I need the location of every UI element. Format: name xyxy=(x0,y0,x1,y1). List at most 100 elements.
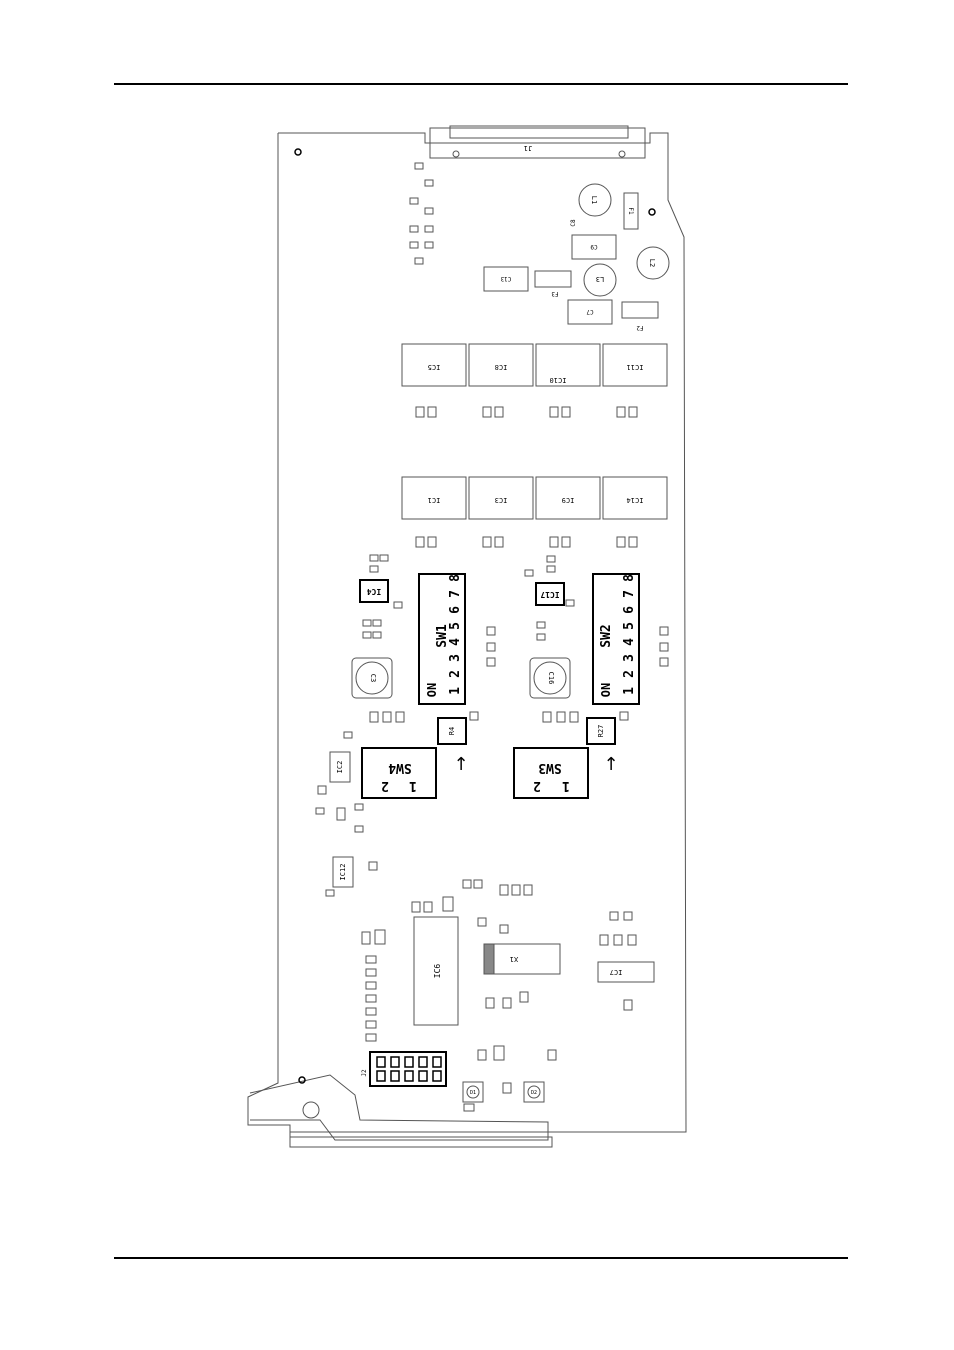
svg-text:IC17: IC17 xyxy=(540,590,559,599)
small-pads xyxy=(315,554,669,1112)
dip-switch-sw2: SW2 ON 1 2 3 4 5 6 7 8 xyxy=(592,573,640,705)
switch-sw3: SW3 2 1 xyxy=(513,747,589,799)
svg-text:2: 2 xyxy=(622,670,637,678)
svg-text:IC11: IC11 xyxy=(627,363,644,371)
electrolytic-c16: C16 xyxy=(529,657,571,699)
svg-text:5: 5 xyxy=(622,622,637,630)
svg-text:3: 3 xyxy=(622,654,637,662)
board-left-edge xyxy=(247,133,291,1147)
svg-text:SW4: SW4 xyxy=(388,760,412,775)
svg-text:IC12: IC12 xyxy=(339,864,347,881)
svg-text:6: 6 xyxy=(622,606,637,614)
inductor-l3 xyxy=(583,263,617,297)
svg-text:5: 5 xyxy=(448,622,463,630)
cap-c7 xyxy=(567,299,613,325)
power-section: L1 L2 L3 F1 F2 F3 C9 C13 C7 C8 xyxy=(483,183,670,331)
svg-text:3: 3 xyxy=(448,654,463,662)
svg-text:SW3: SW3 xyxy=(538,760,561,775)
fuse-f3 xyxy=(534,270,572,288)
svg-text:↑: ↑ xyxy=(453,754,468,775)
svg-text:↑: ↑ xyxy=(603,754,618,775)
svg-text:C8: C8 xyxy=(570,219,577,227)
svg-text:1: 1 xyxy=(409,778,417,793)
ic6: IC6 xyxy=(413,916,459,1026)
svg-text:J2: J2 xyxy=(361,1069,368,1077)
led-d2: D2 xyxy=(523,1081,545,1103)
svg-text:4: 4 xyxy=(448,638,463,646)
svg-text:1: 1 xyxy=(448,687,463,695)
fuse-f1 xyxy=(623,192,639,230)
dip-switch-sw1: SW1 ON 1 2 3 4 5 6 7 8 xyxy=(418,573,466,705)
svg-text:C13: C13 xyxy=(500,275,511,282)
svg-text:L1: L1 xyxy=(590,196,598,204)
ic-row-mid: IC1 IC3 IC9 IC14 xyxy=(401,476,668,520)
cap-row-top xyxy=(415,406,638,418)
svg-text:8: 8 xyxy=(448,574,463,582)
svg-text:IC5: IC5 xyxy=(428,363,441,371)
inductor-l1 xyxy=(578,183,612,217)
svg-text:IC1: IC1 xyxy=(428,496,441,504)
svg-text:6: 6 xyxy=(448,606,463,614)
svg-text:X1: X1 xyxy=(510,955,518,963)
svg-text:IC7: IC7 xyxy=(610,968,623,976)
svg-text:L2: L2 xyxy=(648,259,656,267)
svg-text:ON: ON xyxy=(425,683,439,697)
svg-text:2: 2 xyxy=(533,778,541,793)
mount-hole xyxy=(298,1076,306,1084)
svg-text:F1: F1 xyxy=(627,207,634,215)
top-rule xyxy=(114,83,848,85)
ejector-lever xyxy=(249,1074,549,1141)
crystal-x1: X1 xyxy=(483,943,561,975)
svg-text:L3: L3 xyxy=(596,275,604,283)
svg-text:R4: R4 xyxy=(448,727,456,735)
mount-hole xyxy=(648,208,656,216)
ic-row-top: IC5 IC8 IC10 IC11 xyxy=(401,343,668,387)
ic12: IC12 xyxy=(332,856,354,888)
svg-text:C3: C3 xyxy=(369,674,377,682)
inductor-l2 xyxy=(636,246,670,280)
filter-section xyxy=(409,162,434,265)
svg-text:2: 2 xyxy=(448,670,463,678)
ic2: IC2 xyxy=(329,751,351,783)
svg-text:IC9: IC9 xyxy=(562,496,575,504)
svg-text:D2: D2 xyxy=(531,1090,537,1096)
svg-text:IC14: IC14 xyxy=(627,496,644,504)
led-d1: D1 xyxy=(462,1081,484,1103)
fuse-f2 xyxy=(621,301,659,319)
mount-hole xyxy=(294,148,302,156)
cap-c9 xyxy=(571,234,617,260)
cap-c13 xyxy=(483,266,529,292)
ic7: IC7 xyxy=(597,961,655,983)
j1-connector: J1 xyxy=(429,125,646,159)
svg-text:IC10: IC10 xyxy=(550,376,567,384)
svg-text:SW2: SW2 xyxy=(599,624,614,647)
svg-text:2: 2 xyxy=(381,778,389,793)
j1-label: J1 xyxy=(524,144,532,152)
ic4: IC4 xyxy=(359,579,389,603)
trim-r27: R27 ↑ xyxy=(586,717,619,775)
svg-text:F2: F2 xyxy=(636,324,644,331)
svg-text:8: 8 xyxy=(622,574,637,582)
svg-text:C7: C7 xyxy=(586,308,594,315)
svg-text:IC4: IC4 xyxy=(367,587,382,596)
ic17: IC17 xyxy=(535,582,565,606)
cap-row-mid xyxy=(415,536,638,548)
j2-header: J2 xyxy=(361,1051,447,1087)
svg-text:IC8: IC8 xyxy=(495,363,508,371)
electrolytic-c3: C3 xyxy=(351,657,393,699)
svg-text:7: 7 xyxy=(448,590,463,598)
mount-hole xyxy=(302,1101,320,1119)
svg-text:F3: F3 xyxy=(551,290,559,297)
svg-text:R27: R27 xyxy=(597,725,605,738)
svg-text:IC6: IC6 xyxy=(433,964,442,979)
svg-text:ON: ON xyxy=(599,683,613,697)
switch-sw4: SW4 2 1 xyxy=(361,747,437,799)
svg-text:1: 1 xyxy=(562,778,570,793)
bottom-rule xyxy=(114,1257,848,1259)
svg-text:4: 4 xyxy=(622,638,637,646)
svg-text:7: 7 xyxy=(622,590,637,598)
svg-text:IC2: IC2 xyxy=(336,761,344,774)
svg-text:C9: C9 xyxy=(590,243,598,250)
trim-r4: R4 ↑ xyxy=(437,717,469,775)
